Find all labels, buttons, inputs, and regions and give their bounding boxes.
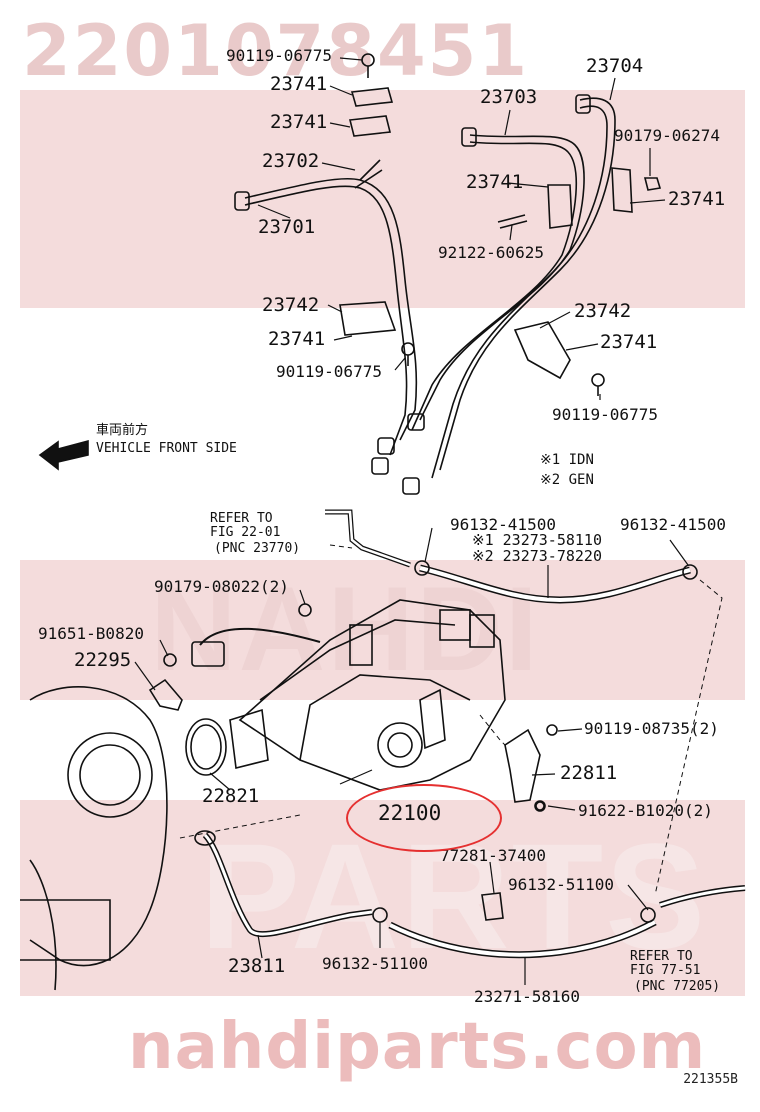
note-gen: ※2 GEN [540, 472, 594, 488]
part-label-96132-41500-a[interactable]: 96132-41500 [450, 515, 556, 534]
part-label-23703[interactable]: 23703 [480, 86, 538, 108]
ref-fig-22-01-line1: REFER TO [210, 511, 273, 526]
part-label-23742-a[interactable]: 23742 [262, 294, 320, 316]
part-label-23741-c[interactable]: 23741 [466, 171, 524, 193]
part-label-96132-51100-b[interactable]: 96132-51100 [322, 954, 428, 973]
part-label-96132-51100-a[interactable]: 96132-51100 [508, 875, 614, 894]
part-label-23742-b[interactable]: 23742 [574, 300, 632, 322]
part-label-23811[interactable]: 23811 [228, 955, 286, 977]
note-idn: ※1 IDN [540, 452, 594, 468]
part-label-91651-b0820[interactable]: 91651-B0820 [38, 624, 144, 643]
part-label-23271-58160[interactable]: 23271-58160 [474, 987, 580, 1006]
ref-fig-77-51-line2: FIG 77-51 [630, 963, 701, 978]
part-label-23741-a[interactable]: 23741 [270, 73, 328, 95]
part-label-23741-b[interactable]: 23741 [270, 111, 328, 133]
watermark-brand: nahdiparts.com [128, 1010, 707, 1084]
direction-label-en: VEHICLE FRONT SIDE [96, 441, 237, 456]
ref-fig-22-01-line3: (PNC 23770) [214, 541, 301, 556]
part-label-91622-b1020[interactable]: 91622-B1020(2) [578, 801, 713, 820]
highlight-circle [346, 784, 502, 852]
part-label-23741-e[interactable]: 23741 [268, 328, 326, 350]
part-label-23273-58110[interactable]: ※1 23273-58110 [472, 531, 602, 549]
part-label-90179-08022[interactable]: 90179-08022(2) [154, 577, 289, 596]
direction-label-jp: 車両前方 [96, 423, 149, 438]
part-label-77281-37400[interactable]: 77281-37400 [440, 846, 546, 865]
part-label-22295[interactable]: 22295 [74, 649, 132, 671]
ref-fig-22-01-line2: FIG 22-01 [210, 525, 281, 540]
part-label-90179-06274[interactable]: 90179-06274 [614, 126, 720, 145]
diagram-code: 221355B [683, 1072, 738, 1087]
part-label-90119-06775-c[interactable]: 90119-06775 [552, 405, 658, 424]
ref-fig-77-51-line3: (PNC 77205) [634, 979, 721, 994]
watermark-band-top [20, 90, 745, 308]
ref-fig-77-51[interactable]: REFER TO FIG 77-51 (PNC 77205) [630, 949, 720, 994]
watermark-part-number: 2201078451 [22, 10, 530, 92]
part-label-23273-78220[interactable]: ※2 23273-78220 [472, 547, 602, 565]
part-label-92122-60625[interactable]: 92122-60625 [438, 243, 544, 262]
part-label-23741-f[interactable]: 23741 [600, 331, 658, 353]
part-label-23704[interactable]: 23704 [586, 55, 644, 77]
part-label-90119-06775-a[interactable]: 90119-06775 [226, 46, 332, 65]
part-label-23701[interactable]: 23701 [258, 216, 316, 238]
ref-fig-22-01[interactable]: REFER TO FIG 22-01 (PNC 23770) [210, 511, 300, 556]
part-label-96132-41500-b[interactable]: 96132-41500 [620, 515, 726, 534]
part-label-23741-d[interactable]: 23741 [668, 188, 726, 210]
part-label-23702[interactable]: 23702 [262, 150, 320, 172]
part-label-22811[interactable]: 22811 [560, 762, 618, 784]
ref-fig-77-51-line1: REFER TO [630, 949, 693, 964]
part-label-90119-06775-b[interactable]: 90119-06775 [276, 362, 382, 381]
part-label-90119-08735[interactable]: 90119-08735(2) [584, 719, 719, 738]
part-label-22821[interactable]: 22821 [202, 785, 260, 807]
